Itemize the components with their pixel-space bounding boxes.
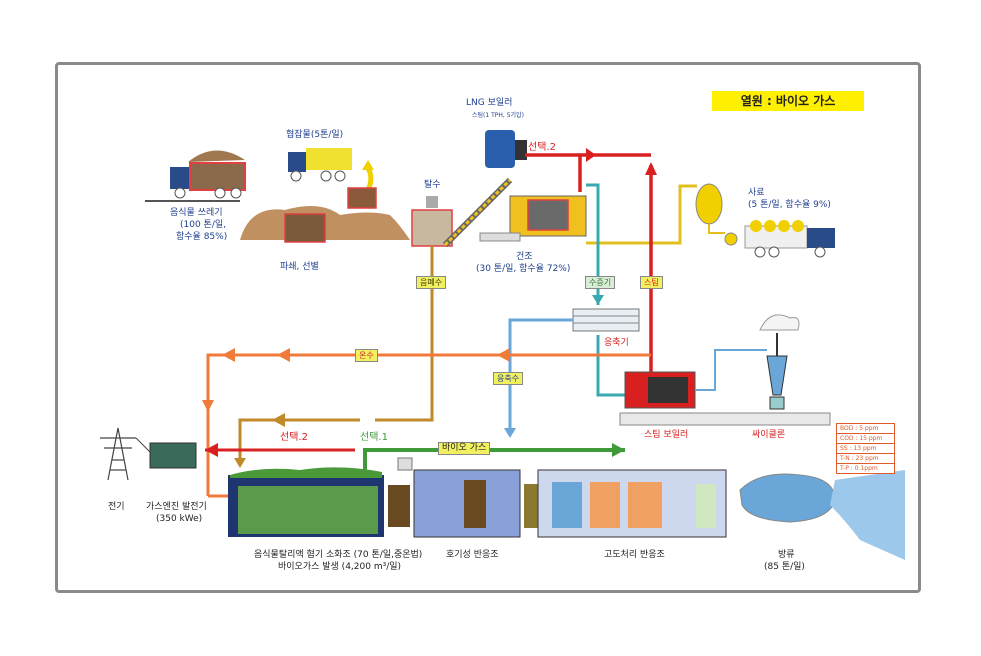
feed-label-2: (5 톤/일, 함수율 9%) [748,200,831,210]
digester-label-2: 바이오가스 발생 (4,200 m³/일) [278,562,402,572]
foreign-matter-arrowhead [362,160,374,170]
steam-tag: 스팀 [640,276,663,289]
gas-engine-generator [149,442,197,469]
page-title: 열원 : 바이오 가스 [712,91,864,111]
electric-pylon [100,427,136,481]
crushing-label: 파쇄, 선별 [280,262,319,272]
foreign-matter-truck [288,148,352,182]
condensate-tag: 응축수 [493,372,524,385]
wastewater-line [375,246,434,422]
boiler-platform [619,412,831,426]
dewater-unit [411,209,453,247]
cyclone-label: 싸이클론 [752,430,786,440]
electricity-label: 전기 [108,502,125,512]
digester-label-1: 음식물탈리액 혐기 소화조 (70 톤/일,중온법) [254,550,423,560]
food-waste-truck [170,150,246,199]
dewatering-label: 탈수 [424,180,441,190]
water-quality-cod: COD : 15 ppm [837,434,894,444]
biogas-line [363,448,625,470]
dryer-label-2: (30 톤/일, 함수율 72%) [476,264,571,274]
water-quality-tn: T-N : 23 ppm [837,454,894,464]
foreign-matter-photo [347,187,377,209]
aerobic-sample-bottle [464,480,486,528]
discharge-pond [739,473,836,523]
condenser [572,308,640,332]
food-waste-label-3: 함수율 85%) [176,232,228,242]
condenser-label: 응축기 [604,338,629,348]
digester-sample-bottle [388,485,410,527]
hot-water-tag: 온수 [355,349,378,362]
lng-boiler [485,130,515,168]
aerobic-label: 호기성 반응조 [446,550,499,560]
generator-label-2: (350 kWe) [156,514,203,524]
advanced-label: 고도처리 반응조 [604,550,665,560]
cyclone [766,355,788,396]
select1-label: 선택.1 [360,432,388,443]
vapor-tag: 수증기 [585,276,616,289]
vapor-line [586,183,600,305]
generator-label-1: 가스엔진 발전기 [146,502,207,512]
steam-boiler-label: 스팀 보일러 [644,430,689,440]
water-quality-ss: SS : 13 ppm [837,444,894,454]
discharge-stream [830,470,905,560]
lng-boiler-label: LNG 보일러 [466,98,513,108]
discharge-label-2: (85 톤/일) [764,562,805,572]
advanced-sample-bottle [696,484,716,528]
dryer-label-1: 건조 [516,252,533,262]
feed-tank [695,183,723,225]
feed-truck [744,220,835,258]
foreign-matter-label: 협잡물(5톤/일) [286,130,344,140]
select2-top-label: 선택.2 [528,142,556,153]
feed-label-1: 사료 [748,188,765,198]
condensate-line [508,318,573,435]
food-waste-label-2: (100 톤/일, [180,220,227,230]
food-waste-label-1: 음식물 쓰레기 [170,208,223,218]
wastewater-tag: 음폐수 [416,276,447,289]
water-quality-tp: T-P : 0.1ppm [840,465,878,472]
select2-bottom-label: 선택.2 [280,432,308,443]
discharge-label-1: 방류 [778,550,795,560]
cyclone-exhaust-cloud [759,314,800,331]
lng-boiler-spec: 스팀(1 TPH, 5기압) [472,112,524,119]
water-quality-bod: BOD : 5 ppm [837,424,894,434]
biogas-tag: 바이오 가스 [438,442,491,455]
crushing-photo [284,213,326,243]
water-quality-table: BOD : 5 ppm COD : 15 ppm SS : 13 ppm T-N… [836,423,895,474]
dewater-tank [426,196,438,208]
feed-line [586,184,697,245]
